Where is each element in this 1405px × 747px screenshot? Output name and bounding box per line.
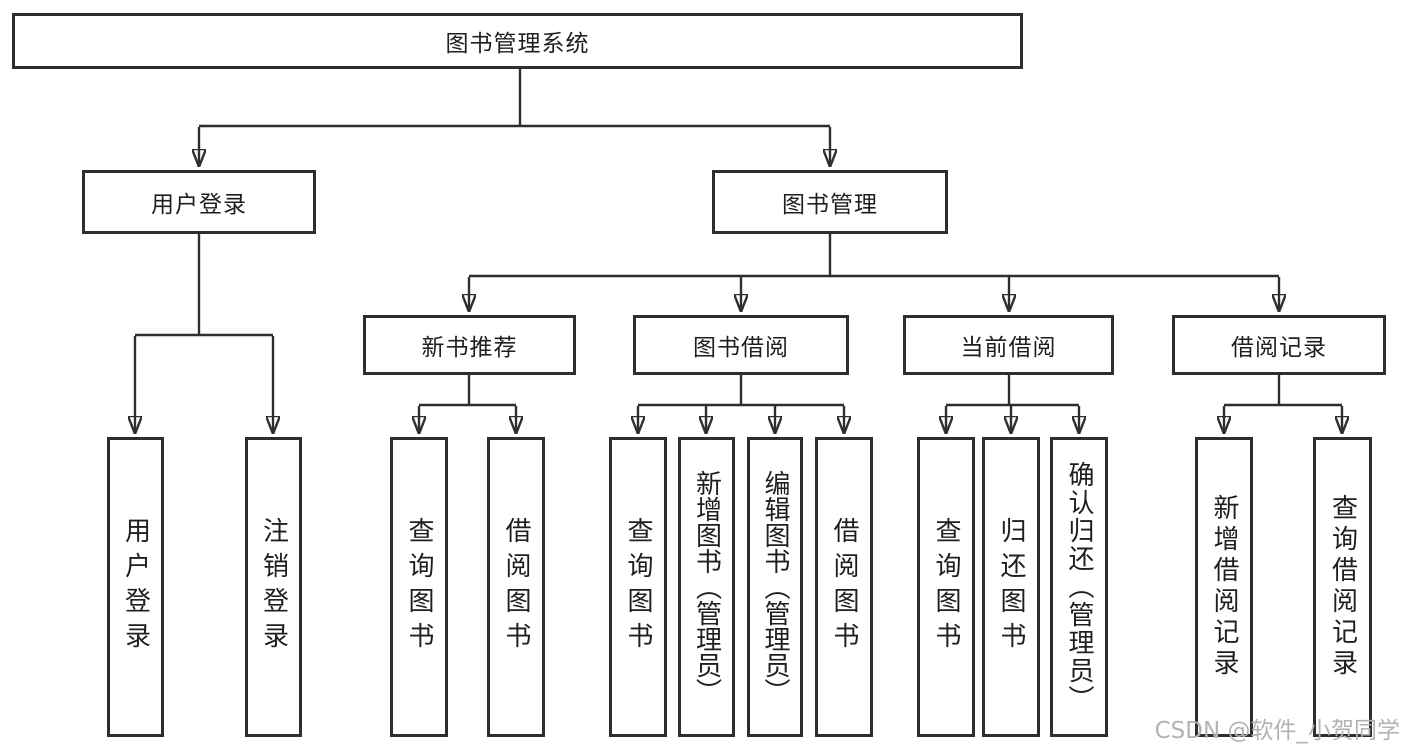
- leaf-borrowing-borrow-books-label: 借阅图书: [829, 517, 859, 657]
- leaf-borrowing-add-books-admin-label: 新增图书（管理员）: [691, 470, 722, 704]
- edges-book-borrowing-children: [638, 374, 844, 434]
- edges-book-management-children: [469, 233, 1279, 312]
- leaf-current-query-books: 查询图书: [917, 437, 975, 737]
- node-borrow-records-label: 借阅记录: [1231, 335, 1327, 361]
- leaf-user-login: 用户登录: [107, 437, 164, 737]
- node-root: 图书管理系统: [12, 13, 1023, 69]
- leaf-records-add-record-label: 新增借阅记录: [1209, 494, 1239, 680]
- leaf-records-query-record: 查询借阅记录: [1313, 437, 1372, 737]
- leaf-recommend-borrow-books: 借阅图书: [487, 437, 545, 737]
- node-book-borrowing-label: 图书借阅: [693, 335, 789, 361]
- edges-borrow-records-children: [1224, 374, 1342, 434]
- edges-root-to-level2: [199, 68, 830, 167]
- leaf-current-return-books: 归还图书: [982, 437, 1040, 737]
- node-user-login-label: 用户登录: [151, 192, 247, 218]
- leaf-user-login-label: 用户登录: [120, 517, 151, 657]
- leaf-borrowing-edit-books-admin: 编辑图书（管理员）: [747, 437, 803, 737]
- leaf-current-return-books-label: 归还图书: [996, 517, 1026, 657]
- edges-user-login-children: [135, 233, 273, 434]
- leaf-records-query-record-label: 查询借阅记录: [1327, 494, 1358, 680]
- leaf-borrowing-edit-books-admin-label: 编辑图书（管理员）: [760, 470, 790, 704]
- node-book-management-label: 图书管理: [782, 192, 878, 218]
- leaf-current-query-books-label: 查询图书: [931, 517, 961, 657]
- leaf-records-add-record: 新增借阅记录: [1195, 437, 1253, 737]
- node-new-book-recommend: 新书推荐: [363, 315, 576, 375]
- leaf-borrowing-add-books-admin: 新增图书（管理员）: [678, 437, 735, 737]
- leaf-current-confirm-return-admin: 确认归还（管理员）: [1050, 437, 1108, 737]
- node-borrow-records: 借阅记录: [1172, 315, 1386, 375]
- leaf-logout-login: 注销登录: [245, 437, 302, 737]
- leaf-recommend-query-books: 查询图书: [390, 437, 448, 737]
- edges-current-borrowing-children: [946, 374, 1079, 434]
- node-new-book-recommend-label: 新书推荐: [421, 335, 518, 361]
- node-current-borrowing: 当前借阅: [903, 315, 1114, 375]
- leaf-borrowing-borrow-books: 借阅图书: [815, 437, 873, 737]
- node-book-borrowing: 图书借阅: [633, 315, 849, 375]
- node-user-login: 用户登录: [82, 170, 316, 234]
- csdn-watermark: CSDN @软件_小贺同学: [1154, 718, 1400, 744]
- node-book-management: 图书管理: [712, 170, 948, 234]
- leaf-current-confirm-return-admin-label: 确认归还（管理员）: [1064, 461, 1094, 713]
- leaf-recommend-query-books-label: 查询图书: [404, 517, 434, 657]
- node-root-label: 图书管理系统: [445, 31, 590, 57]
- leaf-borrowing-query-books: 查询图书: [609, 437, 667, 737]
- edges-new-book-recommend-children: [419, 374, 516, 434]
- leaf-logout-login-label: 注销登录: [258, 517, 289, 657]
- leaf-recommend-borrow-books-label: 借阅图书: [501, 517, 531, 657]
- leaf-borrowing-query-books-label: 查询图书: [623, 517, 653, 657]
- node-current-borrowing-label: 当前借阅: [960, 335, 1057, 361]
